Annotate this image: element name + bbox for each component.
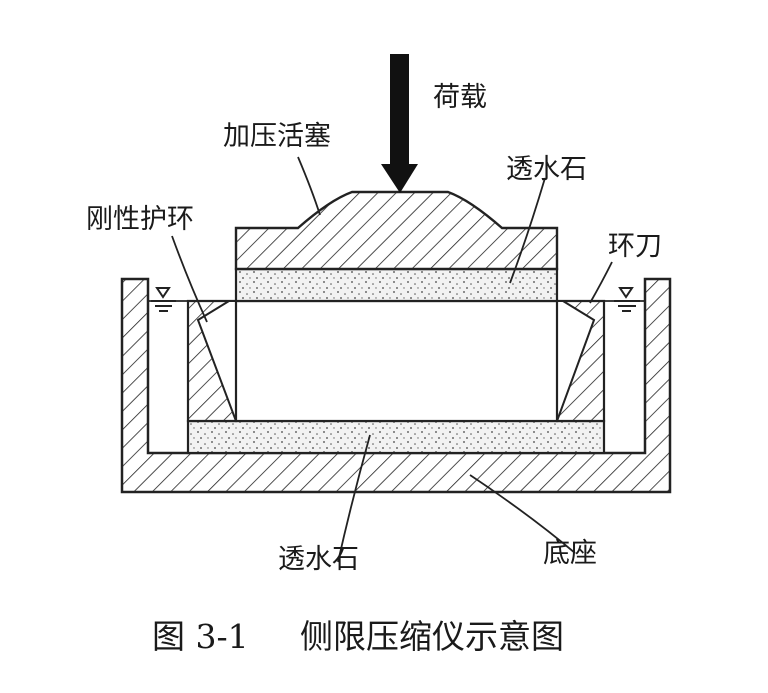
leader-lines: [171, 156, 613, 563]
load-arrow-head: [381, 164, 418, 193]
soil-sample: [234, 299, 559, 423]
water-level-left-icon: [151, 287, 176, 312]
bottom-porous-stone: [186, 419, 606, 455]
loading-piston: [234, 190, 559, 271]
base-body: [120, 277, 672, 494]
water-level-right-icon: [614, 287, 640, 312]
label-load: 荷载: [433, 82, 487, 113]
label-cutting-ring: 环刀: [608, 231, 662, 262]
figure-number: 图 3-1: [152, 617, 249, 656]
label-bottom-porous-stone: 透水石: [278, 544, 359, 575]
label-rigid-ring: 刚性护环: [86, 204, 194, 235]
top-porous-stone: [234, 267, 559, 303]
label-piston: 加压活塞: [223, 121, 331, 152]
figure-title: 侧限压缩仪示意图: [300, 617, 564, 656]
label-base: 底座: [543, 538, 597, 569]
label-top-porous-stone: 透水石: [506, 154, 587, 185]
load-arrow-shaft: [390, 54, 409, 172]
